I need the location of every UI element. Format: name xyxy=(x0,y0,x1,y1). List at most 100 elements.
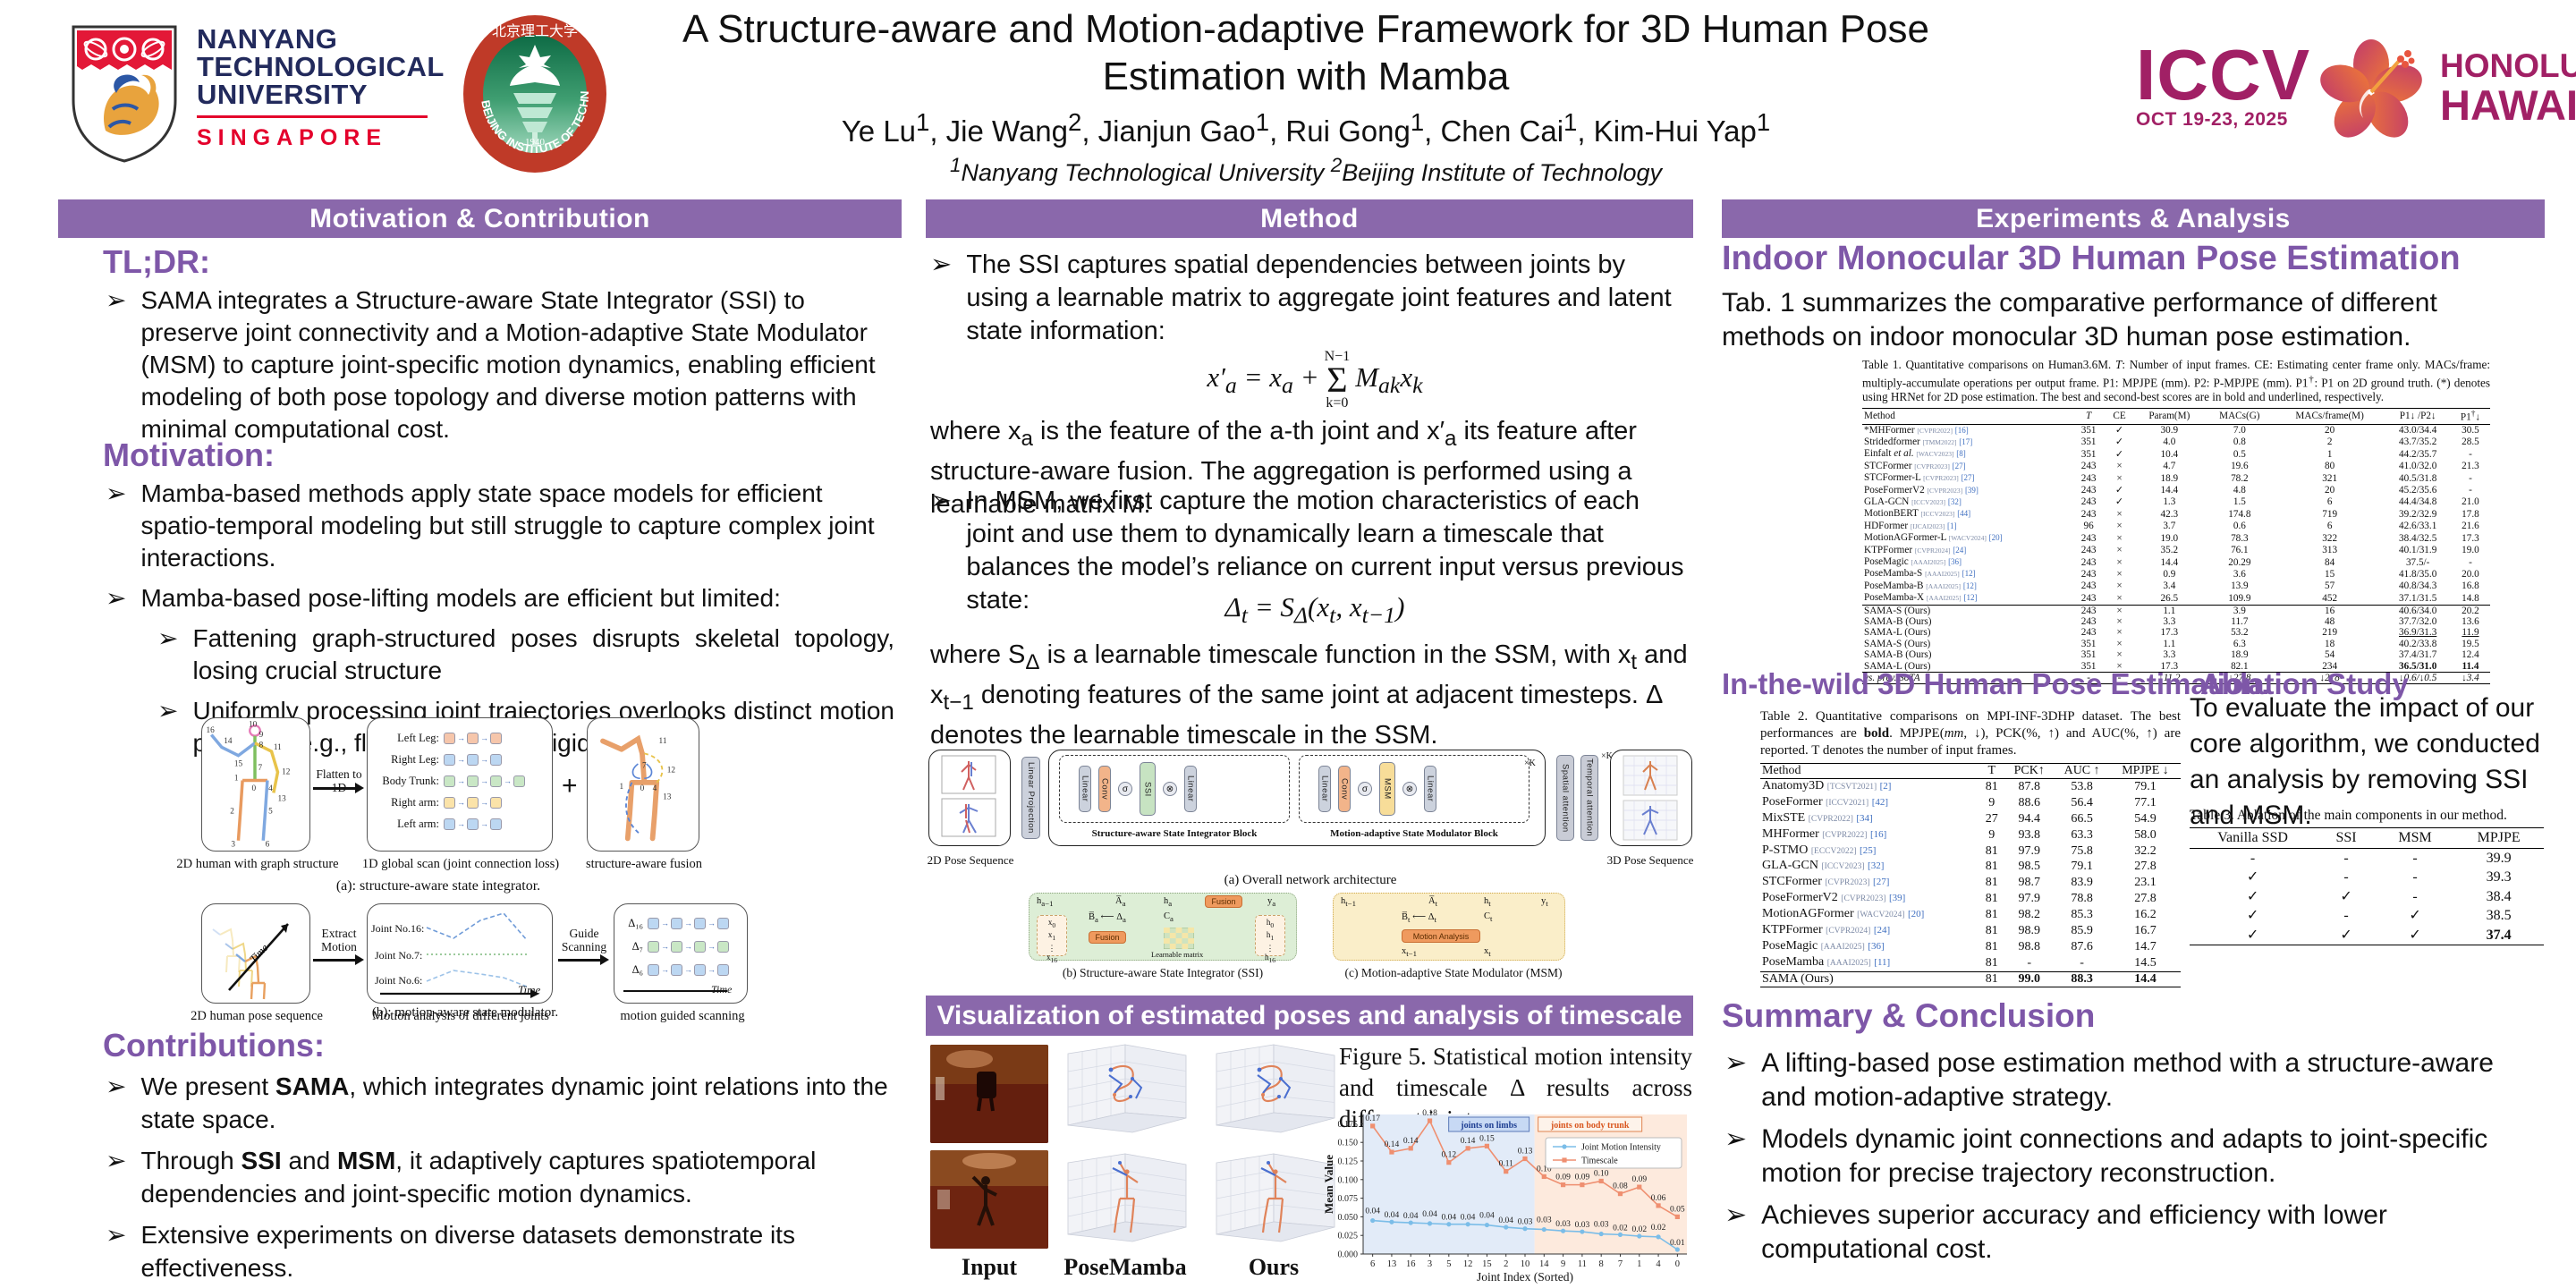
section-header-experiments: Experiments & Analysis xyxy=(1722,199,2545,238)
svg-text:0.09: 0.09 xyxy=(1575,1174,1590,1182)
svg-text:4: 4 xyxy=(1656,1259,1661,1269)
svg-text:10: 10 xyxy=(249,720,258,729)
bit-year: 1940 xyxy=(525,137,546,148)
svg-text:7: 7 xyxy=(642,762,647,771)
ntu-logo: NANYANG TECHNOLOGICAL UNIVERSITY SINGAPO… xyxy=(70,20,472,172)
ssi-block-label: Structure-aware State Integrator Block xyxy=(1091,828,1258,839)
table-caption: Table 2. Quantitative comparisons on MPI… xyxy=(1760,709,2181,758)
table-1: Table 1. Quantitative comparisons on Hum… xyxy=(1862,358,2490,685)
ntu-divider xyxy=(197,115,428,118)
svg-text:16: 16 xyxy=(1406,1259,1416,1269)
motion-curves-icon xyxy=(380,912,539,998)
svg-text:0.050: 0.050 xyxy=(1338,1213,1359,1223)
svg-text:11: 11 xyxy=(1578,1259,1587,1269)
table-row: PoseMamba [AAAI2025] [11]81--14.5 xyxy=(1762,954,2157,970)
svg-text:0.03: 0.03 xyxy=(1555,1220,1571,1229)
column-header: Vanilla SSD xyxy=(2190,827,2317,849)
bullet-item: ➢Models dynamic joint connections and ad… xyxy=(1724,1123,2542,1191)
scan-chip xyxy=(444,796,455,809)
table-caption: Table 3. Ablation of the main components… xyxy=(2190,808,2507,823)
scan-row: Left arm:→→ xyxy=(371,813,547,835)
temporal-attention-pill: Temporal attention xyxy=(1580,755,1598,841)
bullet-item: ➢Through SSI and MSM, it adaptively capt… xyxy=(106,1144,898,1210)
column-header: MPJPE xyxy=(2453,827,2544,849)
column-header: MACs(G) xyxy=(2204,408,2275,425)
table-row: ✓-✓38.5 xyxy=(2246,908,2512,923)
arch-caption-a: (a) Overall network architecture xyxy=(1224,873,1397,887)
svg-text:Timescale: Timescale xyxy=(1581,1157,1618,1166)
bullet-item: ➢Mamba-based methods apply state space m… xyxy=(106,478,894,574)
svg-text:11: 11 xyxy=(659,737,667,746)
time-label: Time xyxy=(518,983,541,996)
bullet-arrow-icon: ➢ xyxy=(106,286,127,314)
svg-text:12: 12 xyxy=(1463,1259,1473,1269)
scan-chip xyxy=(467,753,479,766)
svg-text:Joint Motion Intensity: Joint Motion Intensity xyxy=(1581,1143,1661,1153)
tldr-heading: TL;DR: xyxy=(103,243,210,280)
svg-text:0.12: 0.12 xyxy=(1442,1151,1457,1160)
ssi-fusion-chip: Fusion xyxy=(1205,895,1242,908)
ntu-crest-icon xyxy=(72,25,177,163)
fusion-plus: + xyxy=(562,771,578,801)
svg-text:0.18: 0.18 xyxy=(1422,1109,1437,1118)
svg-text:15: 15 xyxy=(1482,1259,1492,1269)
column-header: Param(M) xyxy=(2133,408,2205,425)
bullet-arrow-icon: ➢ xyxy=(106,1221,127,1249)
svg-text:0.14: 0.14 xyxy=(1385,1140,1400,1149)
guided-scan-row: Δ₁₆→→→ xyxy=(620,911,741,935)
contributions-heading: Contributions: xyxy=(103,1027,325,1063)
scan-chip xyxy=(513,775,525,787)
arch-output-label: 3D Pose Sequence xyxy=(1606,853,1694,867)
svg-text:0.08: 0.08 xyxy=(1613,1182,1628,1191)
msm-x2: xt xyxy=(1484,946,1491,959)
msm-bbar: B̅t ⟵ Δt xyxy=(1402,912,1436,925)
svg-text:3: 3 xyxy=(231,841,235,849)
scan-chip xyxy=(490,796,502,809)
caption-1d-scan: 1D global scan (joint connection loss) xyxy=(361,857,560,871)
pill-linear: Linear xyxy=(1079,766,1091,812)
svg-text:0.09: 0.09 xyxy=(1555,1174,1571,1182)
scan-chip xyxy=(467,732,479,744)
motivation-list: ➢Mamba-based methods apply state space m… xyxy=(106,478,894,767)
bullet-arrow-icon: ➢ xyxy=(157,697,179,724)
sigma-icon: σ xyxy=(1118,782,1132,796)
column-header: SSI xyxy=(2316,827,2377,849)
svg-text:0.04: 0.04 xyxy=(1442,1214,1457,1223)
equation-2: Δt = SΔ(xt, xt−1) xyxy=(1224,590,1405,629)
svg-text:2: 2 xyxy=(1504,1259,1508,1269)
posemamba-plot-1 xyxy=(1057,1039,1193,1149)
table-row: ✓--39.3 xyxy=(2246,869,2512,885)
svg-text:0.06: 0.06 xyxy=(1651,1194,1666,1203)
ntu-text-singapore: SINGAPORE xyxy=(197,125,388,150)
svg-text:8: 8 xyxy=(1599,1259,1604,1269)
svg-text:10: 10 xyxy=(1521,1259,1530,1269)
section-header-motivation: Motivation & Contribution xyxy=(58,199,902,238)
svg-text:14: 14 xyxy=(1539,1259,1549,1269)
ours-plot-2 xyxy=(1206,1148,1342,1258)
svg-text:14: 14 xyxy=(224,737,233,746)
pose-sequence-icon: Time xyxy=(212,923,289,1000)
bullet-item: ➢Extensive experiments on diverse datase… xyxy=(106,1218,898,1284)
guide-scanning-arrow-icon xyxy=(558,953,609,966)
bullet-arrow-icon: ➢ xyxy=(157,624,179,652)
sigma2-icon: σ xyxy=(1358,782,1372,796)
iccv-city2: HAWAII xyxy=(2440,81,2576,129)
learnable-matrix-icon xyxy=(1164,928,1194,949)
column-header: T xyxy=(2072,408,2106,425)
scan-chip xyxy=(467,796,479,809)
viz-label-posemamba: PoseMamba xyxy=(1063,1254,1187,1280)
caption-pose-seq: 2D human pose sequence xyxy=(191,1009,323,1023)
ssi-y: ya xyxy=(1267,896,1276,909)
pill-linear3: Linear xyxy=(1318,766,1331,812)
msm-c: Ct xyxy=(1484,911,1493,924)
svg-text:7: 7 xyxy=(1618,1259,1623,1269)
joint6-label: Joint No.6: xyxy=(375,974,423,987)
